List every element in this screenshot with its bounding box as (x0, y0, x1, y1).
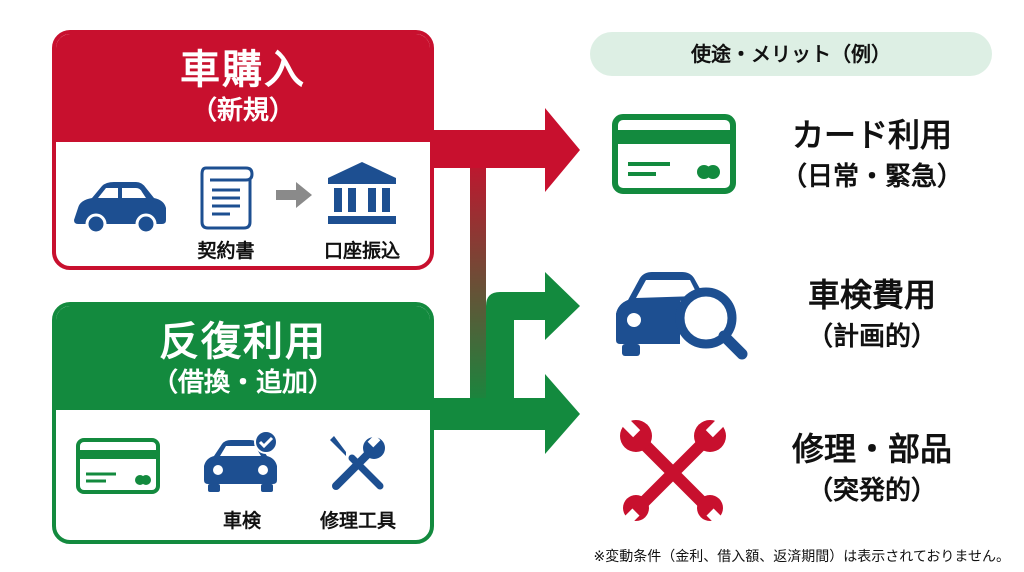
arrow-to-inspection (486, 272, 580, 400)
usage-merit-header: 使途・メリット（例） (590, 32, 992, 76)
new-purchase-card: 車購入 （新規） 契約書 口座振込 (52, 30, 434, 270)
repeat-use-subtitle: （借換・追加） (151, 368, 334, 398)
arrow-to-card-usage (432, 108, 580, 192)
repair-parts-subtitle: （突発的） (806, 476, 937, 506)
credit-card-icon (612, 114, 736, 194)
repeat-use-title: 反復利用 (159, 319, 327, 365)
footnote: ※変動条件（金利、借入額、返済期間）は表示されておりません。 (593, 549, 1010, 565)
contract-scroll-icon (200, 166, 254, 230)
card-usage-title: カード利用 (791, 116, 952, 154)
arrow-right-icon (276, 182, 312, 208)
contract-label: 契約書 (197, 240, 255, 262)
inspection-label: 車検 (222, 510, 261, 532)
inspection-cost-subtitle: （計画的） (806, 322, 937, 352)
credit-card-icon (76, 438, 160, 494)
car-check-icon (204, 430, 278, 492)
repeat-use-header: 反復利用 （借換・追加） (56, 306, 430, 410)
crossed-wrenches-icon (620, 418, 726, 526)
new-purchase-title: 車購入 (180, 47, 306, 93)
wrench-screwdriver-icon (330, 434, 385, 490)
car-icon (74, 182, 166, 235)
connector-trunk (470, 150, 486, 410)
card-usage-subtitle: （日常・緊急） (780, 162, 963, 192)
inspection-cost-title: 車検費用 (807, 276, 936, 314)
new-purchase-subtitle: （新規） (190, 96, 295, 126)
repeat-use-card: 反復利用 （借換・追加） 車検 修理工具 (52, 302, 434, 544)
car-magnifier-icon (616, 272, 748, 360)
repair-parts-title: 修理・部品 (791, 430, 952, 468)
bank-transfer-label: 口座振込 (323, 240, 400, 262)
repair-tools-label: 修理工具 (319, 510, 396, 532)
new-purchase-header: 車購入 （新規） (56, 34, 430, 142)
bank-icon (328, 162, 396, 224)
arrow-to-repair (432, 374, 580, 454)
